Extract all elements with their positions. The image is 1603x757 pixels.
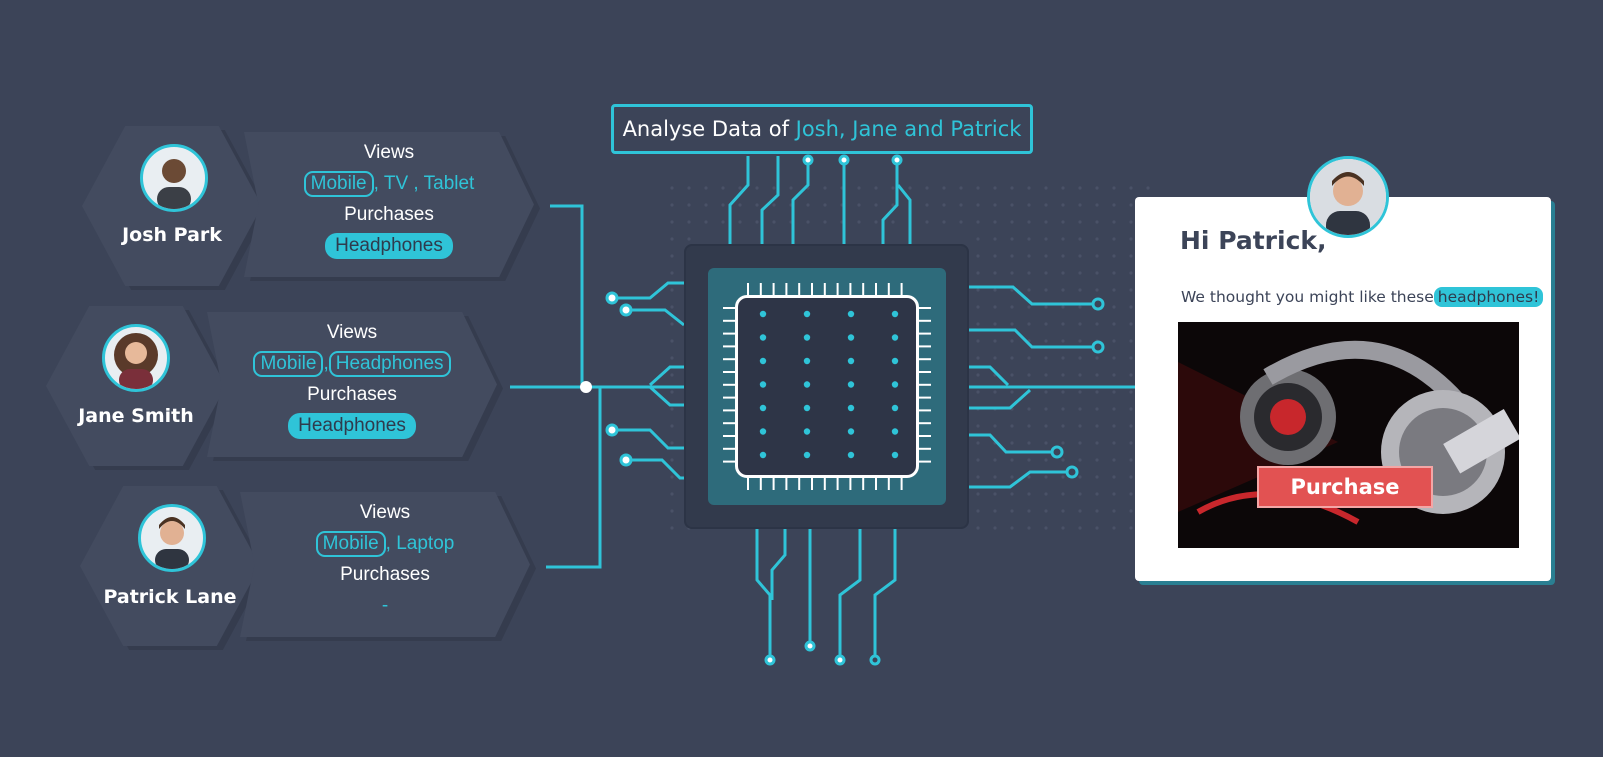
dot-grid (670, 186, 1150, 530)
chip-core (735, 295, 919, 478)
man-avatar-icon (140, 144, 208, 212)
purchases-list: - (240, 590, 530, 622)
purchases-list: Headphones (207, 410, 497, 442)
view-tag: Mobile (303, 171, 374, 197)
purchases-label: Purchases (340, 564, 430, 585)
purchases-label: Purchases (307, 384, 397, 405)
views-label: Views (363, 142, 415, 163)
trace-patrick (546, 387, 602, 569)
circuit-lines (510, 156, 1135, 658)
man-avatar-icon (1307, 156, 1389, 238)
analysis-names: Josh, Jane and Patrick (795, 117, 1022, 141)
chip-pins (723, 283, 931, 490)
person-name: Josh Park (122, 224, 222, 246)
view-text: , (323, 353, 329, 374)
views-list: Mobile,Headphones (207, 348, 497, 380)
email-greeting: Hi Patrick, (1180, 226, 1327, 255)
junction-node (580, 381, 592, 393)
purchase-tag: Headphones (325, 233, 453, 259)
view-tag: Headphones (328, 351, 451, 377)
chip-dot-matrix (759, 310, 899, 459)
person-card-patrick: Views Mobile, Laptop Purchases - (240, 492, 530, 637)
headphones-photo (1178, 322, 1519, 548)
views-list: Mobile, Laptop (240, 528, 530, 560)
view-text: , Laptop (385, 533, 455, 554)
purchases-label: Purchases (344, 204, 434, 225)
trace-josh (550, 204, 584, 387)
pin-terminals (605, 154, 1105, 666)
woman-avatar-icon (102, 324, 170, 392)
analysis-title: Analyse Data of Josh, Jane and Patrick (611, 104, 1033, 154)
email-message-text: We thought you might like these (1181, 288, 1434, 306)
purchases-list: Headphones (244, 230, 534, 262)
person-card-josh: Views Mobile, TV , Tablet Purchases Head… (244, 132, 534, 277)
purchase-empty: - (381, 595, 389, 616)
person-card-jane: Views Mobile,Headphones Purchases Headph… (207, 312, 497, 457)
views-label: Views (359, 502, 411, 523)
email-message-highlight: headphones! (1433, 287, 1544, 307)
view-tag: Mobile (253, 351, 324, 377)
analysis-prefix: Analyse Data of (622, 117, 796, 141)
trace-top-1 (728, 156, 750, 244)
person-name: Jane Smith (78, 405, 194, 427)
man-avatar-icon (138, 504, 206, 572)
view-text: , TV , Tablet (373, 173, 475, 194)
views-list: Mobile, TV , Tablet (244, 168, 534, 200)
purchase-tag: Headphones (288, 413, 416, 439)
views-label: Views (326, 322, 378, 343)
person-name: Patrick Lane (103, 586, 237, 608)
purchase-button[interactable]: Purchase (1257, 466, 1433, 508)
view-tag: Mobile (315, 531, 386, 557)
